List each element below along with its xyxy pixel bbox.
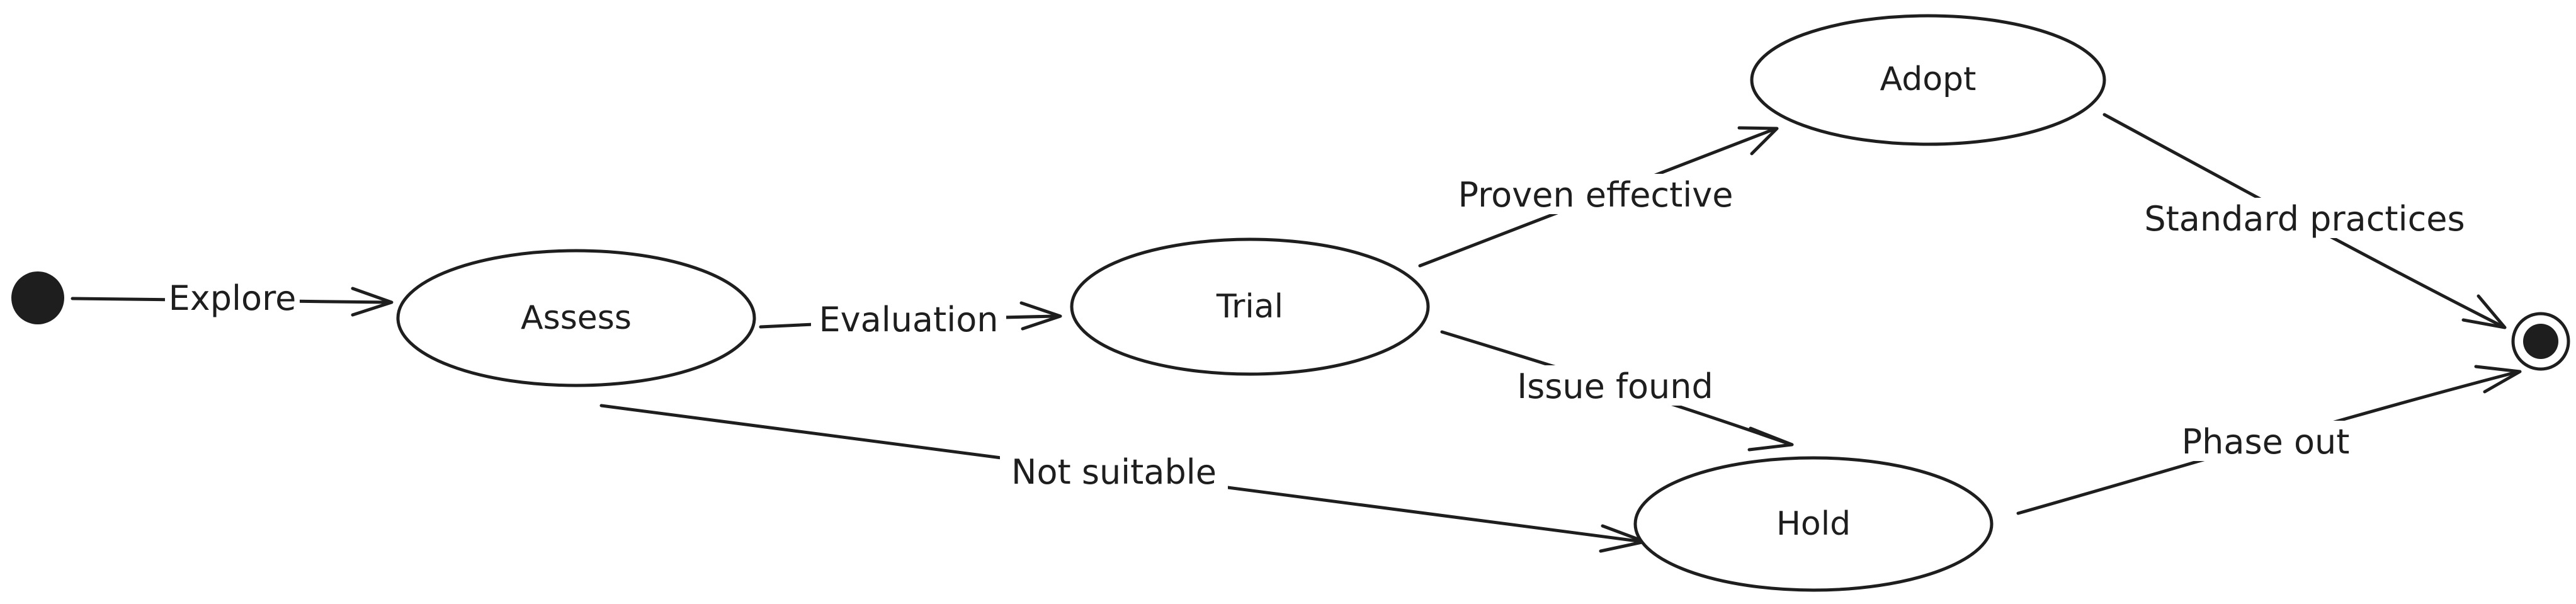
svg-text:Explore: Explore: [169, 278, 297, 318]
edge-label-explore: Explore: [165, 277, 300, 318]
edge-label-evaluation: Evaluation: [811, 299, 1006, 339]
node-label: Assess: [521, 299, 632, 337]
edge-label-issue-found: Issue found: [1505, 365, 1725, 406]
node-label: Trial: [1216, 288, 1283, 326]
svg-text:Evaluation: Evaluation: [819, 300, 999, 339]
edge-label-not-suitable: Not suitable: [1000, 451, 1228, 492]
edge-label-phase-out: Phase out: [2171, 421, 2360, 462]
node-label: Hold: [1776, 505, 1851, 543]
svg-text:Issue found: Issue found: [1517, 367, 1713, 406]
node-assess[interactable]: Assess: [396, 249, 756, 387]
node-hold[interactable]: Hold: [1633, 456, 1994, 592]
initial-state: [11, 271, 64, 324]
edge-label-standard-practices: Standard practices: [2128, 198, 2481, 239]
svg-text:Standard practices: Standard practices: [2144, 199, 2465, 239]
svg-text:Proven effective: Proven effective: [1458, 175, 1733, 215]
svg-text:Phase out: Phase out: [2182, 422, 2350, 462]
node-label: Adopt: [1880, 60, 1977, 98]
svg-text:Not suitable: Not suitable: [1011, 452, 1217, 492]
final-state: [2511, 312, 2570, 371]
node-adopt[interactable]: Adopt: [1750, 14, 2106, 146]
edge-label-proven-effective: Proven effective: [1448, 174, 1743, 215]
node-trial[interactable]: Trial: [1070, 237, 1430, 376]
